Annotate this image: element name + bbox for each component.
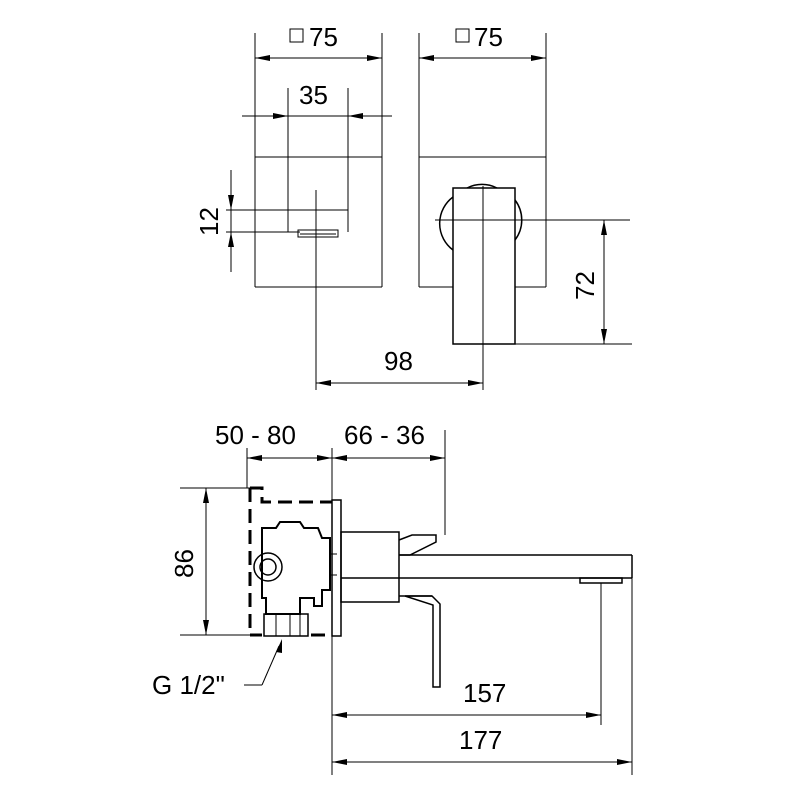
dim-spout-width: 35 bbox=[242, 80, 392, 119]
dim-label-spout-height: 12 bbox=[194, 207, 224, 236]
dim-label-spout-offset: 98 bbox=[384, 346, 413, 376]
dim-spout-length-total: 177 bbox=[332, 725, 632, 765]
dim-spout-length-inner: 157 bbox=[332, 678, 601, 718]
side-view bbox=[418, 33, 632, 390]
dim-label-body-height: 86 bbox=[169, 549, 199, 578]
dim-label-spout-length-inner: 157 bbox=[463, 678, 506, 708]
dim-top-right-width: 75 bbox=[419, 22, 546, 61]
dim-label-spout-length-total: 177 bbox=[459, 725, 502, 755]
section-view bbox=[180, 430, 633, 775]
front-view bbox=[226, 33, 383, 390]
dim-label-top-right-width: 75 bbox=[474, 22, 503, 52]
dim-spout-height: 12 bbox=[194, 170, 234, 272]
dim-label-lever-height: 72 bbox=[570, 271, 600, 300]
thread-callout: G 1/2" bbox=[152, 639, 282, 700]
dim-wall-range: 50 - 80 bbox=[215, 420, 332, 461]
dim-label-thread: G 1/2" bbox=[152, 670, 225, 700]
square-dimension-icon bbox=[289, 28, 304, 43]
dim-spout-offset: 98 bbox=[316, 346, 483, 386]
dim-projection-range: 66 - 36 bbox=[332, 420, 445, 461]
dim-top-left-width: 75 bbox=[255, 22, 382, 61]
dim-label-spout-width: 35 bbox=[299, 80, 328, 110]
dim-label-top-left-width: 75 bbox=[309, 22, 338, 52]
dim-label-wall-range: 50 - 80 bbox=[215, 420, 296, 450]
dim-body-height: 86 bbox=[169, 488, 209, 635]
square-dimension-icon bbox=[455, 28, 470, 43]
dim-lever-height: 72 bbox=[570, 220, 607, 344]
dim-label-projection-range: 66 - 36 bbox=[344, 420, 425, 450]
